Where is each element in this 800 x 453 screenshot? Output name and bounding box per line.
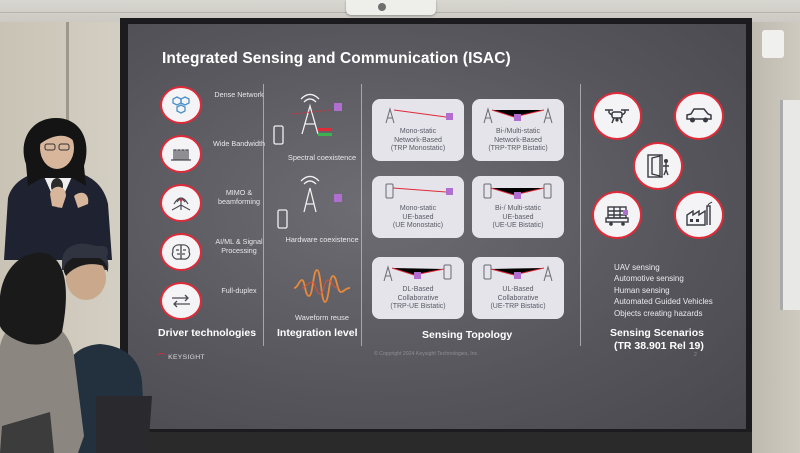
column-divider	[580, 84, 581, 346]
driver-label: Full-duplex	[221, 286, 257, 295]
column-divider	[361, 84, 362, 346]
slide-title: Integrated Sensing and Communication (IS…	[162, 50, 511, 67]
scenario-item: Objects creating hazards	[614, 308, 703, 318]
drone-icon	[592, 92, 642, 140]
driver-item-wide-bandwidth: Wide Bandwidth	[160, 135, 272, 175]
scenario-list: UAV sensing Automotive sensing Human sen…	[614, 262, 713, 319]
scenario-item: Human sensing	[614, 285, 670, 295]
keysight-logo: ⌒KEYSIGHT	[158, 354, 205, 361]
driver-technologies-heading: Driver technologies	[158, 327, 257, 339]
integration-item-waveform: Waveform reuse	[272, 260, 372, 322]
driver-item-full-duplex: Full-duplex	[160, 282, 272, 322]
scenario-item: Automated Guided Vehicles	[614, 297, 713, 307]
integration-item-spectral: Spectral coexistence	[272, 92, 372, 162]
integration-label: Waveform reuse	[295, 313, 349, 322]
sensing-scenarios-heading: Sensing Scenarios	[610, 327, 704, 339]
hexagon-network-icon	[160, 86, 202, 124]
driver-label: Wide Bandwidth	[213, 139, 265, 148]
page-number: 2	[694, 352, 697, 358]
security-camera	[762, 30, 784, 58]
driver-item-dense-network: Dense Network	[160, 86, 272, 126]
factory-icon	[674, 191, 724, 239]
driver-item-ai-ml: AI/ML & Signal Processing	[160, 233, 272, 273]
driver-label: AI/ML & Signal Processing	[215, 237, 263, 255]
full-duplex-arrows-icon	[160, 282, 202, 320]
person-door-icon	[633, 142, 683, 190]
waveform-icon	[293, 269, 351, 303]
presentation-slide: Integrated Sensing and Communication (IS…	[128, 24, 746, 429]
sensing-scenarios-subheading: (TR 38.901 Rel 19)	[614, 340, 704, 352]
scenario-item: Automotive sensing	[614, 274, 684, 284]
whiteboard-edge	[780, 100, 800, 310]
integration-item-hardware: Hardware coexistence	[272, 174, 372, 244]
scenario-item: UAV sensing	[614, 263, 660, 272]
agv-icon	[592, 191, 642, 239]
integration-label: Hardware coexistence	[285, 235, 359, 244]
car-icon	[674, 92, 724, 140]
presenter	[4, 118, 112, 260]
bandwidth-bars-icon	[160, 135, 202, 173]
mimo-antenna-icon	[160, 184, 202, 222]
integration-level-heading: Integration level	[277, 327, 358, 339]
driver-item-mimo: MIMO & beamforming	[160, 184, 272, 224]
copyright-footnote: © Copyright 2024 Keysight Technologies, …	[374, 351, 479, 357]
sensing-topology-heading: Sensing Topology	[422, 329, 513, 341]
column-divider	[263, 84, 264, 346]
tower-spectrum-icon	[273, 93, 342, 145]
floor-shadow	[120, 432, 752, 453]
audience	[0, 243, 152, 453]
integration-label: Spectral coexistence	[287, 153, 357, 162]
driver-label: MIMO & beamforming	[218, 188, 260, 206]
brain-icon	[160, 233, 202, 271]
projector	[346, 0, 436, 15]
driver-label: Dense Network	[214, 90, 264, 99]
tower-phone-icon	[277, 175, 342, 229]
